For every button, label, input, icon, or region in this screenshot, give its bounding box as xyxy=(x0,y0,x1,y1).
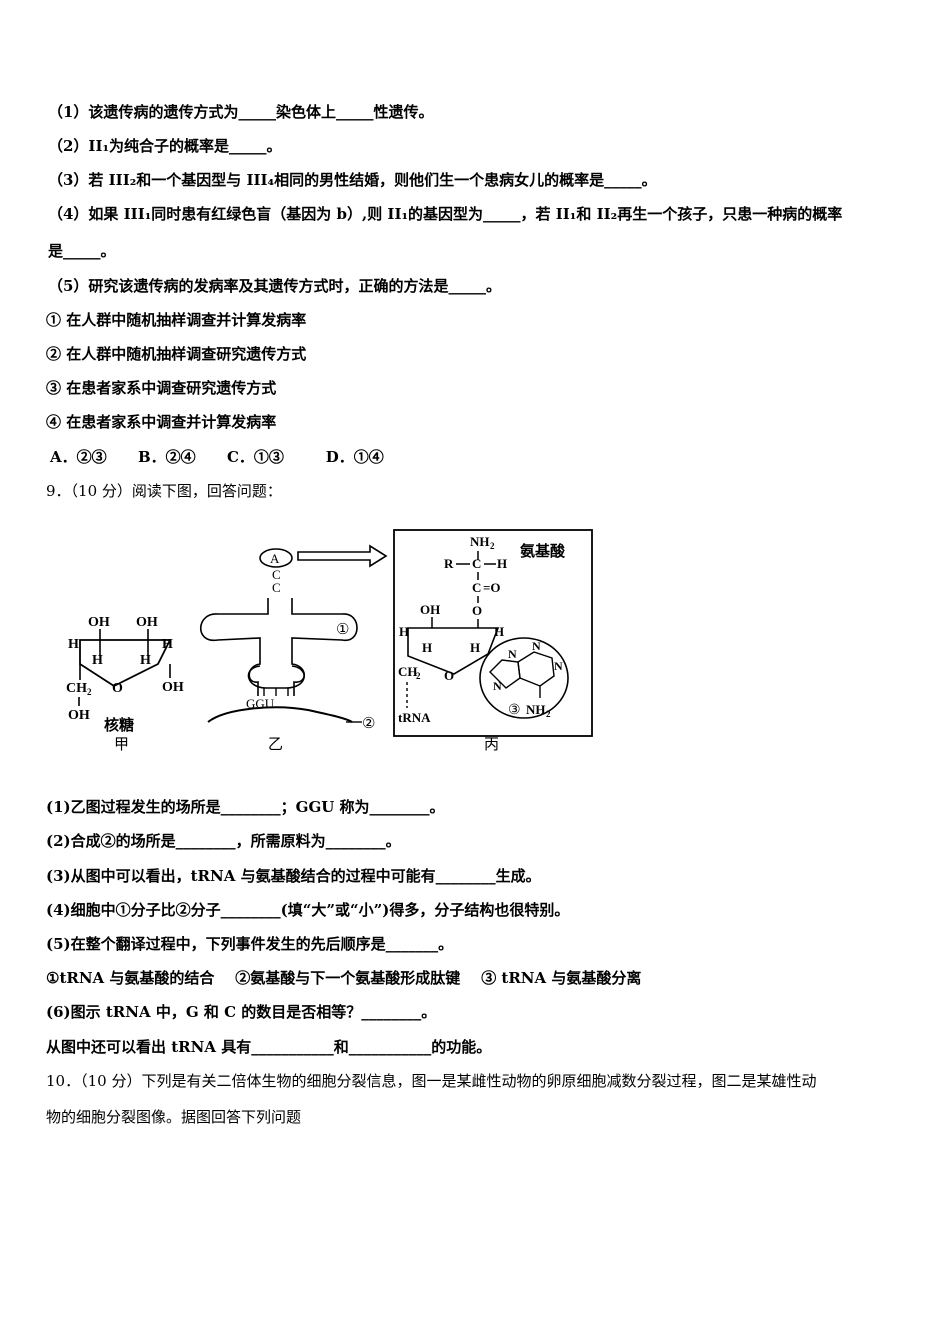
q8-part2: （2）II₁为纯合子的概率是_____。 xyxy=(48,137,282,155)
svg-text:CH: CH xyxy=(66,681,87,696)
svg-text:N: N xyxy=(493,679,502,693)
q10-line1: 10．（10 分）下列是有关二倍体生物的细胞分裂信息，图一是某雌性动物的卵原细胞… xyxy=(46,1072,817,1090)
svg-text:N: N xyxy=(532,639,541,653)
svg-text:OH: OH xyxy=(420,602,440,617)
q9-part3: (3)从图中可以看出，tRNA 与氨基酸结合的过程中可能有________生成。 xyxy=(46,867,541,885)
svg-text:C: C xyxy=(472,580,481,595)
svg-text:③: ③ xyxy=(508,703,521,718)
amino-acid-label: 氨基酸 xyxy=(520,542,566,560)
svg-text:C: C xyxy=(272,580,281,595)
svg-text:H: H xyxy=(68,637,79,652)
q8-option-2: ② 在人群中随机抽样调查研究遗传方式 xyxy=(46,345,307,363)
q8-part3: （3）若 III₂和一个基因型与 III₄相同的男性结婚，则他们生一个患病女儿的… xyxy=(48,171,657,189)
svg-text:OH: OH xyxy=(136,615,158,630)
ribose-structure: OH OH H H H H OH CH 2 O OH xyxy=(66,615,184,723)
q10-line2: 物的细胞分裂图像。据图回答下列问题 xyxy=(46,1108,302,1126)
svg-text:NH: NH xyxy=(470,534,490,549)
svg-text:A: A xyxy=(270,551,280,566)
svg-text:CH: CH xyxy=(398,664,418,679)
svg-text:tRNA: tRNA xyxy=(398,710,431,725)
marker-2: ② xyxy=(362,716,375,732)
svg-text:O: O xyxy=(112,681,123,696)
bing-panel xyxy=(393,529,593,737)
trna-figure: OH OH H H H H OH CH 2 O OH 核糖 甲 A C xyxy=(46,516,606,758)
svg-text:OH: OH xyxy=(68,708,90,723)
figure-label-jia: 甲 xyxy=(114,737,129,753)
q9-title: 9．（10 分）阅读下图，回答问题： xyxy=(46,482,282,500)
q8-option-4: ④ 在患者家系中调查并计算发病率 xyxy=(46,413,277,431)
q9-part1: (1)乙图过程发生的场所是________；GGU 称为________。 xyxy=(46,798,445,816)
svg-text:N: N xyxy=(508,647,517,661)
arrow-icon xyxy=(297,544,388,568)
svg-text:2: 2 xyxy=(416,671,421,681)
q9-part7: 从图中还可以看出 tRNA 具有___________和___________的… xyxy=(46,1038,492,1056)
q8-answer-choices: A．②③ B．②④ C．①③ D．①④ xyxy=(50,448,384,466)
q8-option-3: ③ 在患者家系中调查研究遗传方式 xyxy=(46,379,277,397)
q9-part5-options: ①tRNA 与氨基酸的结合 ②氨基酸与下一个氨基酸形成肽键 ③ tRNA 与氨基… xyxy=(46,969,642,987)
figure-label-yi: 乙 xyxy=(268,737,283,753)
svg-text:H: H xyxy=(399,624,409,639)
svg-text:H: H xyxy=(470,640,480,655)
q9-part5: (5)在整个翻译过程中，下列事件发生的先后顺序是_______。 xyxy=(46,935,454,953)
svg-text:O: O xyxy=(444,668,454,683)
q8-part4-line1: （4）如果 III₁同时患有红绿色盲（基因为 b）,则 II₁的基因型为____… xyxy=(48,205,843,223)
q8-part1: （1）该遗传病的遗传方式为_____染色体上_____性遗传。 xyxy=(48,103,434,121)
q9-part6: (6)图示 tRNA 中，G 和 C 的数目是否相等？________。 xyxy=(46,1003,437,1021)
svg-text:O: O xyxy=(472,603,482,618)
svg-text:OH: OH xyxy=(88,615,110,630)
svg-text:H: H xyxy=(494,624,504,639)
svg-text:C: C xyxy=(272,567,281,582)
aminoacyl-structure: NH 2 R C H C =O O OH H H H H CH 2 O tRNA xyxy=(398,534,569,725)
q8-part4-line2: 是_____。 xyxy=(48,242,116,260)
svg-text:2: 2 xyxy=(546,709,551,719)
svg-text:R: R xyxy=(444,556,454,571)
q9-part4: (4)细胞中①分子比②分子________(填“大”或“小”)得多，分子结构也很… xyxy=(46,901,570,919)
trna-cloverleaf: A C C GGU xyxy=(200,548,362,723)
svg-text:H: H xyxy=(140,653,151,668)
q8-part5: （5）研究该遗传病的发病率及其遗传方式时，正确的方法是_____。 xyxy=(48,277,501,295)
q9-part2: (2)合成②的场所是________，所需原料为________。 xyxy=(46,832,401,850)
svg-text:NH: NH xyxy=(526,702,546,717)
svg-text:C: C xyxy=(472,556,481,571)
svg-text:2: 2 xyxy=(87,687,92,697)
svg-text:H: H xyxy=(422,640,432,655)
svg-text:H: H xyxy=(497,556,507,571)
figure-label-bing: 丙 xyxy=(484,737,499,753)
svg-text:=O: =O xyxy=(483,580,501,595)
marker-1: ① xyxy=(336,622,349,638)
q8-option-1: ① 在人群中随机抽样调查并计算发病率 xyxy=(46,311,307,329)
svg-text:N: N xyxy=(554,659,563,673)
svg-text:OH: OH xyxy=(162,680,184,695)
svg-text:2: 2 xyxy=(490,541,495,551)
ribose-label: 核糖 xyxy=(104,716,134,734)
svg-text:H: H xyxy=(92,653,103,668)
